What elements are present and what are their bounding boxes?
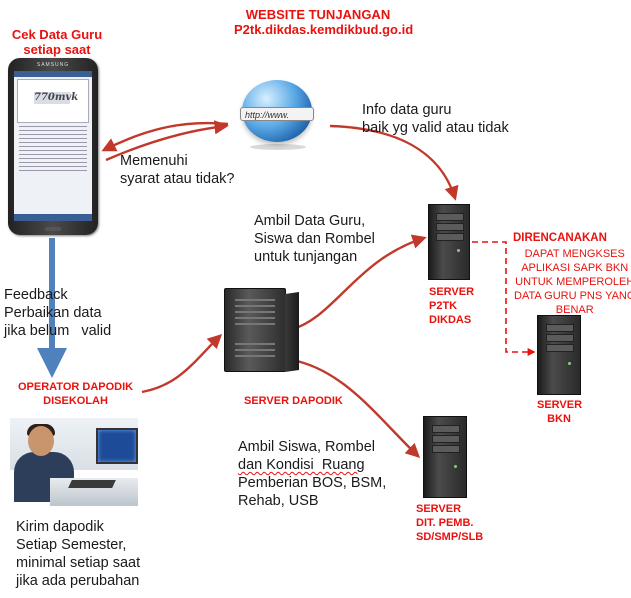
label-feedback-line3: jika belum valid [4,323,112,339]
phone-screen: 770mvk [14,71,92,221]
label-feedback-line2: Perbaikan data [4,305,102,321]
plan-note-line1: DAPAT MENGKSES [524,248,625,260]
label-info-line2: baik yg valid atau tidak [362,120,509,136]
label-kirim-dapodik: Kirim dapodik Setiap Semester, minimal s… [16,518,140,590]
label-server-dit: SERVER DIT. PEMB. SD/SMP/SLB [416,502,483,544]
captcha-text: 770mvk [34,92,79,104]
operator-line2: DISEKOLAH [43,395,108,407]
kirim-line4: jika ada perubahan [16,573,140,589]
arrow-website-to-p2tk [329,124,459,201]
server-p2tk-line1: SERVER [429,286,475,298]
operator-line1: OPERATOR DAPODIK [18,381,134,393]
server-dapodik-image [224,288,299,372]
kirim-line1: Kirim dapodik [16,519,104,535]
arrow-dapodik-to-p2tk [289,234,427,332]
server-bkn-image [537,315,581,395]
server-dit-line2: DIT. PEMB. [416,517,474,529]
label-server-dapodik: SERVER DAPODIK [244,395,343,407]
plan-note-line3: UNTUK MEMPEROLEH [515,276,631,288]
operator-photo [10,418,138,508]
label-ambil-siswa-line2: dan Kondisi Ruang [238,457,365,473]
label-feedback: Feedback Perbaikan data jika belum valid [4,286,111,340]
kirim-line3: minimal setiap saat [16,555,141,571]
label-info-line1: Info data guru [362,102,452,118]
website-title-line2: P2tk.dikdas.kemdikbud.go.id [234,22,414,37]
label-ambil-guru-line2: Siswa dan Rombel [254,231,375,247]
arrow-operator-to-dapodik [141,334,223,394]
label-ambil-guru-line3: untuk tunjangan [254,249,358,265]
server-p2tk-line3: DIKDAS [429,314,472,326]
plan-note: DAPAT MENGKSES APLIKASI SAPK BKN UNTUK M… [514,247,631,317]
website-title: WEBSITE TUNJANGAN P2tk.dikdas.kemdikbud.… [234,7,414,37]
arrow-phone-to-website [105,120,229,162]
label-memenuhi-line2: syarat atau tidak? [120,171,235,187]
arrow-dapodik-to-dit [291,358,421,458]
plan-note-line5: BENAR [555,304,594,316]
server-p2tk-line2: P2TK [429,300,458,312]
label-feedback-line1: Feedback [4,287,68,303]
label-info-data-guru: Info data guru baik yg valid atau tidak [362,101,509,137]
label-ambil-guru-line1: Ambil Data Guru, [254,213,366,229]
globe-web-icon: http://www. [232,80,324,154]
label-server-bkn: SERVER BKN [537,398,583,426]
phone-title-line2: setiap saat [23,42,91,57]
plan-title: DIRENCANAKAN [513,232,607,244]
url-bar: http://www. [240,107,314,121]
label-ambil-data-guru: Ambil Data Guru, Siswa dan Rombel untuk … [254,212,375,266]
label-ambil-siswa: Ambil Siswa, Rombel dan Kondisi Ruang Pe… [238,438,386,510]
label-ambil-siswa-line4: Rehab, USB [238,493,319,509]
label-server-p2tk: SERVER P2TK DIKDAS [429,285,474,327]
phone-title-line1: Cek Data Guru [11,27,103,42]
label-ambil-siswa-line1: Ambil Siswa, Rombel [238,439,375,455]
server-p2tk-image [428,204,470,280]
label-operator-dapodik: OPERATOR DAPODIK DISEKOLAH [18,380,133,408]
phone-title: Cek Data Guru setiap saat [2,27,112,57]
server-dit-line3: SD/SMP/SLB [416,531,484,543]
arrow-website-to-phone [101,121,229,152]
server-bkn-line1: SERVER [537,399,583,411]
label-memenuhi-line1: Memenuhi [120,153,188,169]
smartphone-image: SAMSUNG 770mvk [8,58,98,235]
kirim-line2: Setiap Semester, [16,537,127,553]
label-memenuhi-syarat: Memenuhi syarat atau tidak? [120,152,234,188]
server-bkn-line2: BKN [547,413,571,425]
server-dit-line1: SERVER [416,503,462,515]
phone-brand: SAMSUNG [36,62,70,68]
server-dit-image [423,416,467,498]
label-ambil-siswa-line3: Pemberian BOS, BSM, [238,475,387,491]
plan-note-line4: DATA GURU PNS YANG [514,290,631,302]
plan-note-line2: APLIKASI SAPK BKN [521,262,629,274]
website-title-line1: WEBSITE TUNJANGAN [245,7,391,22]
